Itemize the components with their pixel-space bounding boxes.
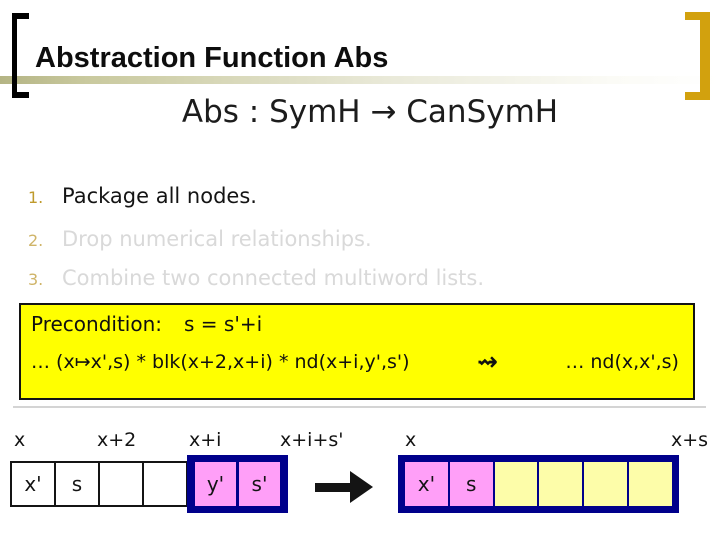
rule-lhs: … (x↦x',s) * blk(x+2,x+i) * nd(x+i,y',s'… (31, 350, 410, 373)
before-label-x-plus-2: x+2 (97, 429, 137, 451)
before-node-box: y' s' (187, 455, 288, 513)
list-item-1: 1. Package all nodes. (28, 184, 257, 208)
list-item-3: 3. Combine two connected multiword lists… (28, 266, 484, 290)
after-node-cell-x: x' (405, 462, 448, 506)
slide-subtitle: Abs : SymH → CanSymH (181, 94, 559, 130)
list-item-3-text: Combine two connected multiword lists. (62, 266, 485, 290)
rewrite-rule-line: … (x↦x',s) * blk(x+2,x+i) * nd(x+i,y',s'… (31, 349, 683, 374)
before-node-cell-s: s' (239, 462, 280, 506)
precondition-expression: s = s'+i (184, 312, 263, 336)
list-item-3-number: 3. (28, 270, 44, 289)
squiggle-arrow-icon: ⇝ (476, 347, 498, 376)
after-block-cell-2 (539, 462, 583, 506)
list-item-2: 2. Drop numerical relationships. (28, 227, 372, 251)
before-block-cells: x' s (10, 461, 188, 507)
before-label-x-plus-i: x+i (189, 429, 222, 451)
precondition-label: Precondition: (31, 312, 163, 336)
before-label-x: x (14, 429, 26, 451)
rule-highlight-box: Precondition: s = s'+i … (x↦x',s) * blk(x… (19, 303, 695, 400)
after-block-cell-1 (494, 462, 538, 506)
after-label-x: x (405, 429, 417, 451)
title-underline-band (0, 76, 720, 84)
before-cell-4 (142, 461, 188, 507)
before-cell-3 (98, 461, 144, 507)
before-node-cell-y: y' (195, 462, 236, 506)
before-cell-2: s (54, 461, 100, 507)
before-cell-1: x' (10, 461, 56, 507)
after-label-x-plus-s: x+s (671, 429, 709, 451)
before-label-x-plus-i-plus-s: x+i+s' (280, 429, 344, 451)
after-block-cell-4 (629, 462, 672, 506)
precondition-line: Precondition: s = s'+i (31, 312, 683, 336)
after-node-cell-s: s (449, 462, 493, 506)
slide-title: Abstraction Function Abs (35, 42, 389, 74)
transform-arrow-head-icon (350, 471, 373, 503)
rule-rhs: … nd(x,x',s) (565, 350, 679, 373)
transform-arrow-icon (315, 483, 353, 492)
list-item-1-number: 1. (28, 188, 44, 207)
left-bracket-decoration (12, 13, 29, 98)
list-item-2-text: Drop numerical relationships. (62, 227, 372, 251)
after-node-box: x' s (398, 455, 679, 513)
list-item-1-text: Package all nodes. (62, 184, 257, 208)
right-bracket-decoration (685, 12, 710, 100)
after-block-cell-3 (584, 462, 628, 506)
rule-box-shadow (13, 406, 706, 408)
list-item-2-number: 2. (28, 231, 44, 250)
